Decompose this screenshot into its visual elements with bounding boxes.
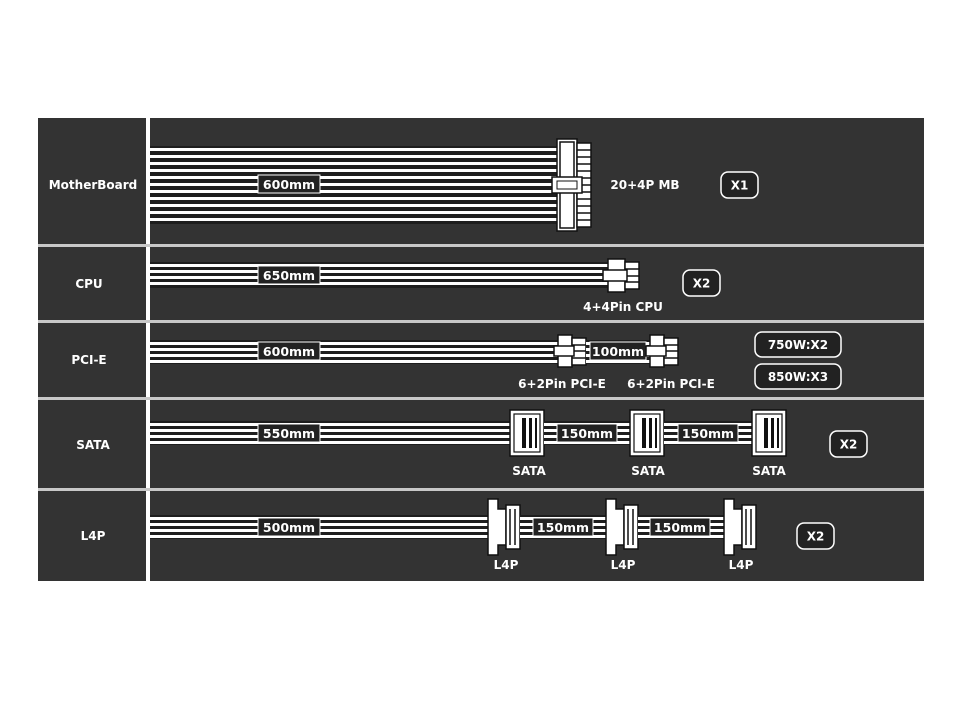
quantity-badge-l4p: X2 (796, 522, 835, 550)
row-divider (38, 488, 924, 491)
svg-text:X2: X2 (693, 277, 711, 291)
l4p-extension-cable: 150mm (638, 515, 724, 539)
cable-bundle-cpu (150, 262, 608, 288)
svg-text:650mm: 650mm (263, 268, 315, 283)
connector-label-mb24: 20+4P MB (610, 178, 679, 192)
row-cpu: CPU 650mm 4+4Pin CPU X2 (75, 258, 721, 314)
segment-label-l4p: 150mm (537, 520, 589, 535)
length-label-motherboard: 600mm (257, 174, 321, 194)
quantity-badge-sata: X2 (829, 430, 868, 458)
quantity-badge-motherboard: X1 (720, 171, 759, 199)
row-label-cpu: CPU (75, 277, 102, 291)
connector-label-pcie: 6+2Pin PCI-E (518, 377, 606, 391)
pcie-connector-icon (553, 334, 587, 368)
pcie-connector-icon (645, 334, 679, 368)
svg-text:850W:X3: 850W:X3 (768, 370, 828, 384)
row-divider (38, 244, 924, 247)
segment-label-pcie: 100mm (592, 344, 644, 359)
svg-text:500mm: 500mm (263, 520, 315, 535)
quantity-badge-850w: 850W:X3 (754, 363, 842, 390)
sata-extension-cable: 150mm (664, 421, 752, 445)
segment-label-sata: 150mm (561, 426, 613, 441)
length-label-l4p: 500mm (257, 517, 321, 537)
segment-label-sata: 150mm (682, 426, 734, 441)
svg-text:600mm: 600mm (263, 177, 315, 192)
l4p-connector-icon (723, 498, 757, 556)
l4p-extension-cable: 150mm (520, 515, 606, 539)
sata-connector-icon (751, 409, 787, 457)
sata-extension-cable: 150mm (544, 421, 630, 445)
cable-bundle-motherboard (150, 146, 558, 224)
mb24-connector-icon (551, 138, 592, 232)
sata-connector-icon (629, 409, 665, 457)
svg-text:550mm: 550mm (263, 426, 315, 441)
sata-connector-icon (509, 409, 545, 457)
length-label-cpu: 650mm (257, 265, 321, 285)
svg-text:X2: X2 (840, 438, 858, 452)
connector-label-l4p: L4P (729, 558, 754, 572)
row-label-pcie: PCI-E (71, 353, 106, 367)
svg-text:X2: X2 (807, 530, 825, 544)
quantity-badge-750w: 750W:X2 (754, 331, 842, 358)
connector-label-cpu: 4+4Pin CPU (583, 300, 663, 314)
row-divider (38, 397, 924, 400)
cpu8-connector-icon (602, 258, 640, 293)
row-motherboard: MotherBoard 600mm (49, 138, 759, 232)
row-divider (38, 320, 924, 323)
row-label-l4p: L4P (81, 529, 106, 543)
connector-label-l4p: L4P (611, 558, 636, 572)
connector-label-sata: SATA (631, 464, 665, 478)
pcie-extension-cable: 100mm (586, 340, 650, 364)
svg-text:X1: X1 (731, 179, 749, 193)
cable-bundle-pcie (150, 340, 560, 364)
row-sata: SATA 550mm 150mm (76, 409, 868, 478)
label-column-divider (146, 118, 150, 581)
connector-label-pcie: 6+2Pin PCI-E (627, 377, 715, 391)
cable-bundle-sata (150, 421, 512, 445)
length-label-sata: 550mm (257, 423, 321, 443)
l4p-connector-icon (487, 498, 521, 556)
svg-text:750W:X2: 750W:X2 (768, 338, 828, 352)
row-l4p: L4P 500mm 150mm (81, 498, 835, 572)
quantity-badge-cpu: X2 (682, 269, 721, 297)
segment-label-l4p: 150mm (654, 520, 706, 535)
row-label-motherboard: MotherBoard (49, 178, 138, 192)
connector-label-sata: SATA (512, 464, 546, 478)
row-label-sata: SATA (76, 438, 110, 452)
row-pcie: PCI-E 600mm 100mm (71, 331, 842, 391)
length-label-pcie: 600mm (257, 341, 321, 361)
connector-label-sata: SATA (752, 464, 786, 478)
connector-label-l4p: L4P (494, 558, 519, 572)
svg-text:600mm: 600mm (263, 344, 315, 359)
